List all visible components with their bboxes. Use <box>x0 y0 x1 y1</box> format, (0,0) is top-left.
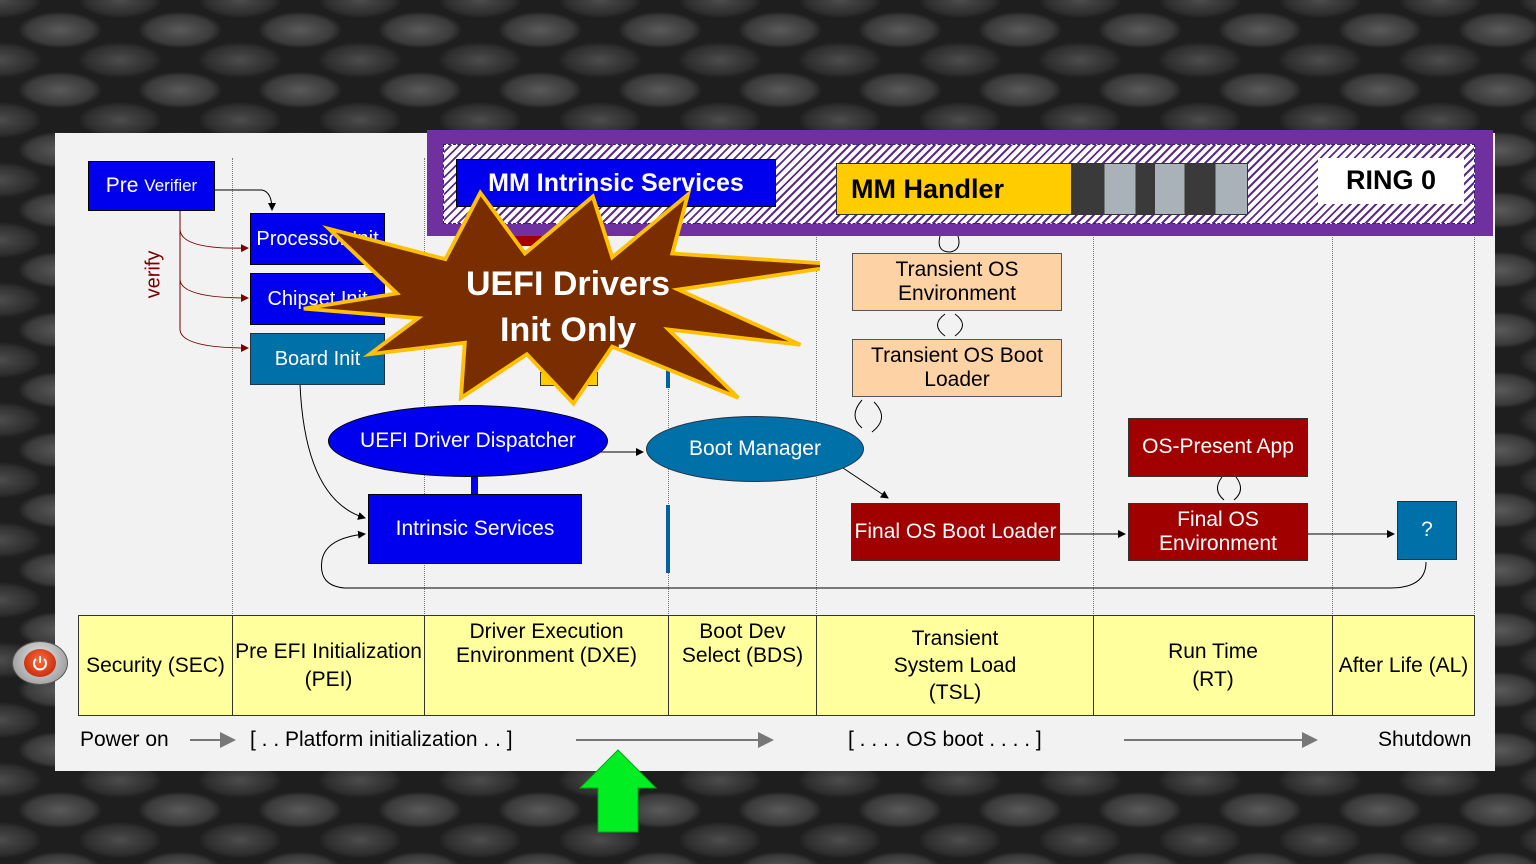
verify-label-wrap: verify <box>140 245 180 305</box>
board-init-box: Board Init <box>250 333 385 385</box>
separator-pei-dxe <box>424 158 425 616</box>
phase-al: After Life (AL) <box>1332 615 1475 716</box>
transient-os-environment-box: Transient OS Environment <box>852 253 1062 311</box>
after-life-box: ? <box>1397 501 1457 560</box>
boot-manager: Boot Manager <box>646 416 864 482</box>
mm-handler-slots <box>1072 163 1248 215</box>
pre-verifier-small: Verifier <box>144 176 198 196</box>
power-button-icon[interactable] <box>12 641 68 685</box>
separator-rt-al <box>1332 158 1333 616</box>
separator-bds-tsl <box>816 158 817 616</box>
pre-verifier-main: Pre <box>105 173 139 197</box>
transient-os-boot-loader-box: Transient OS Boot Loader <box>852 339 1062 397</box>
final-os-environment-box: Final OS Environment <box>1128 503 1308 561</box>
uefi-driver-dispatcher: UEFI Driver Dispatcher <box>328 405 608 477</box>
uefi-drivers-burst-text: UEFI Drivers Init Only <box>420 262 716 354</box>
burst-line-2: Init Only <box>500 310 636 349</box>
mm-intrinsic-services-box: MM Intrinsic Services <box>456 159 776 207</box>
separator-right <box>1474 158 1475 616</box>
phase-pei: Pre EFI Initialization (PEI) <box>232 615 425 716</box>
mm-handler-box: MM Handler <box>836 163 1072 215</box>
timeline-platform-init: [ . . Platform initialization . . ] <box>250 728 513 751</box>
phase-sec: Security (SEC) <box>78 615 233 716</box>
separator-sec-pei <box>232 158 233 616</box>
timeline-os-boot: [ . . . . OS boot . . . . ] <box>848 728 1042 751</box>
timeline-shutdown: Shutdown <box>1378 728 1472 751</box>
up-arrow-icon <box>578 749 658 833</box>
timeline-power-on: Power on <box>80 728 169 751</box>
ring-0-label: RING 0 <box>1318 158 1464 204</box>
phase-bds: Boot Dev Select (BDS) <box>668 615 817 716</box>
phase-rt: Run Time (RT) <box>1093 615 1333 716</box>
pre-verifier-box: Pre Verifier <box>88 161 215 211</box>
final-os-boot-loader-box: Final OS Boot Loader <box>851 503 1060 561</box>
os-present-app-box: OS-Present App <box>1128 418 1308 477</box>
uefi-drivers-burst <box>303 189 820 407</box>
phase-dxe: Driver Execution Environment (DXE) <box>424 615 669 716</box>
verify-label: verify <box>142 250 165 299</box>
intrinsic-services-box: Intrinsic Services <box>368 494 582 564</box>
phase-tsl: Transient System Load (TSL) <box>816 615 1094 716</box>
separator-tsl-rt <box>1093 158 1094 616</box>
burst-line-1: UEFI Drivers <box>465 265 671 303</box>
